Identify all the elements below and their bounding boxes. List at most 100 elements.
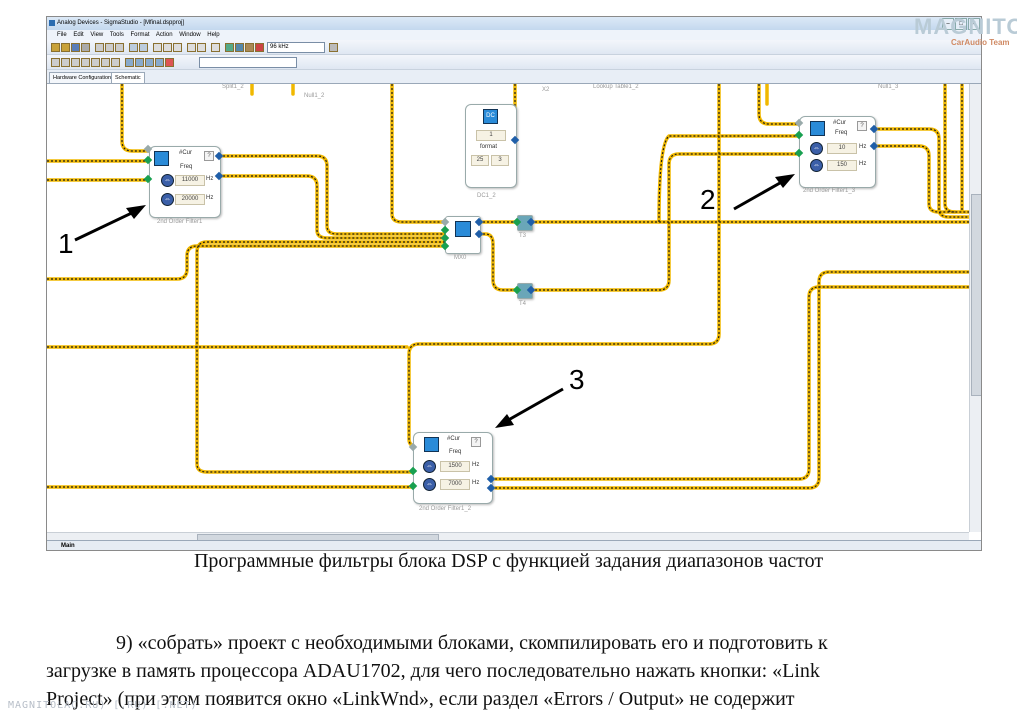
help-button[interactable]: ? [471,437,481,447]
help-button[interactable]: ? [857,121,867,131]
text-icon[interactable] [61,58,70,67]
menu-file[interactable]: File [57,32,67,38]
download-icon[interactable] [245,43,254,52]
arrow-2 [733,177,788,211]
ghost-label-lookup: Lookup Table1_2 [593,84,639,90]
align-icon[interactable] [153,43,162,52]
filter-3-name: 2nd Order Filter1_2 [419,506,472,512]
frequency-knob-icon[interactable]: ⇔ [161,174,174,187]
annotation-3: 3 [569,364,585,395]
frequency-value-1[interactable]: 11000 [175,175,205,186]
bus-icon[interactable] [111,58,120,67]
style-select[interactable] [199,57,297,68]
figure-caption: Программные фильтры блока DSP с функцией… [193,550,824,572]
redo-icon[interactable] [139,43,148,52]
ungroup-icon[interactable] [197,43,206,52]
help-button[interactable]: ? [204,151,214,161]
distribute-icon[interactable] [173,43,182,52]
paste-icon[interactable] [115,43,124,52]
border-icon[interactable] [135,58,144,67]
unit-label: Hz [206,195,214,201]
filter-block-3[interactable]: #Cur ? Freq ⇔ 1500 Hz ⇔ 7000 Hz [413,432,493,504]
tab-main[interactable]: Main [61,543,75,549]
dc-icon: DC [483,109,498,124]
frequency-value-1[interactable]: 10 [827,143,857,154]
frequency-knob-icon[interactable]: ⇔ [423,460,436,473]
menu-view[interactable]: View [90,32,104,38]
watermark-logo: MAGNITOLA [914,14,1017,39]
cut-icon[interactable] [95,43,104,52]
tab-schematic[interactable]: Schematic [111,72,145,83]
pin-icon[interactable] [101,58,110,67]
zoom-icon[interactable] [211,43,220,52]
paragraph-line-3: Project» (при этом появится окно «LinkWn… [46,688,795,710]
color-icon[interactable] [165,58,174,67]
schematic-canvas[interactable]: Split1_2 Null1_2 X2 Lookup Table1_2 Null… [47,84,969,532]
shadow-icon[interactable] [145,58,154,67]
menu-action[interactable]: Action [155,32,173,38]
vertical-scroll-thumb[interactable] [971,194,981,396]
menu-help[interactable]: Help [207,32,220,38]
frequency-knob-icon[interactable]: ⇔ [161,193,174,206]
bend-icon[interactable] [91,58,100,67]
unit-label: Hz [472,480,480,486]
ghost-label-x2: X2 [542,87,550,93]
arrow-2-head [775,174,795,188]
maximize-button[interactable]: □ [955,18,967,30]
settings-gear-icon[interactable] [329,43,338,52]
mixer-name: MX0 [454,255,467,261]
save-icon[interactable] [71,43,80,52]
pins-layer [143,118,879,493]
new-file-icon[interactable] [51,43,60,52]
menu-window[interactable]: Window [179,32,201,38]
watermark-subtitle: CarAudio Team [951,38,1010,47]
open-file-icon[interactable] [61,43,70,52]
dc-format-2[interactable]: 3 [491,155,509,166]
frequency-knob-icon[interactable]: ⇔ [423,478,436,491]
minimize-button[interactable]: – [942,18,954,30]
dc-format: format [480,144,498,150]
filter-header: #Cur [833,120,847,126]
dc-block[interactable]: DC 1 format 25 3 [465,104,517,188]
menu-format[interactable]: Format [130,32,150,38]
annotation-2: 2 [700,184,716,215]
wire-icon[interactable] [81,58,90,67]
filter-icon [154,151,169,166]
vertical-scrollbar[interactable] [969,84,981,532]
ghost-label-split: Split1_2 [222,84,244,90]
line-icon[interactable] [71,58,80,67]
filter-block-1[interactable]: #Cur ? Freq ⇔ 11000 Hz ⇔ 20000 Hz [149,146,221,218]
menu-tools[interactable]: Tools [109,32,124,38]
filter-icon [424,437,439,452]
frequency-value-2[interactable]: 150 [827,160,857,171]
compile-icon[interactable] [235,43,244,52]
dc-value[interactable]: 1 [476,130,506,141]
stop-icon[interactable] [255,43,264,52]
filter-param: Freq [180,164,193,170]
link-project-icon[interactable] [225,43,234,52]
align-right-icon[interactable] [163,43,172,52]
font-icon[interactable] [155,58,164,67]
frequency-value-2[interactable]: 7000 [440,479,470,490]
fill-icon[interactable] [125,58,134,67]
print-icon[interactable] [81,43,90,52]
window-titlebar: Analog Devices - SigmaStudio - [Mfinal.d… [47,17,981,30]
copy-icon[interactable] [105,43,114,52]
mixer-icon [455,221,471,237]
mixer-block[interactable] [445,216,481,254]
filter-header: #Cur [179,150,193,156]
undo-icon[interactable] [129,43,138,52]
close-button[interactable]: × [968,18,980,30]
frequency-value-2[interactable]: 20000 [175,194,205,205]
frequency-value-1[interactable]: 1500 [440,461,470,472]
dc-format-1[interactable]: 25 [471,155,489,166]
frequency-knob-icon[interactable]: ⇔ [810,142,823,155]
watermark-url: MAGNITOLAC.RU) [.RU) [.NET) [8,700,198,711]
group-icon[interactable] [187,43,196,52]
menu-edit[interactable]: Edit [73,32,84,38]
filter-2-name: 2nd Order Filter1_3 [803,188,856,194]
pointer-icon[interactable] [51,58,60,67]
frequency-knob-icon[interactable]: ⇔ [810,159,823,172]
sample-rate-select[interactable]: 96 kHz [267,42,325,53]
